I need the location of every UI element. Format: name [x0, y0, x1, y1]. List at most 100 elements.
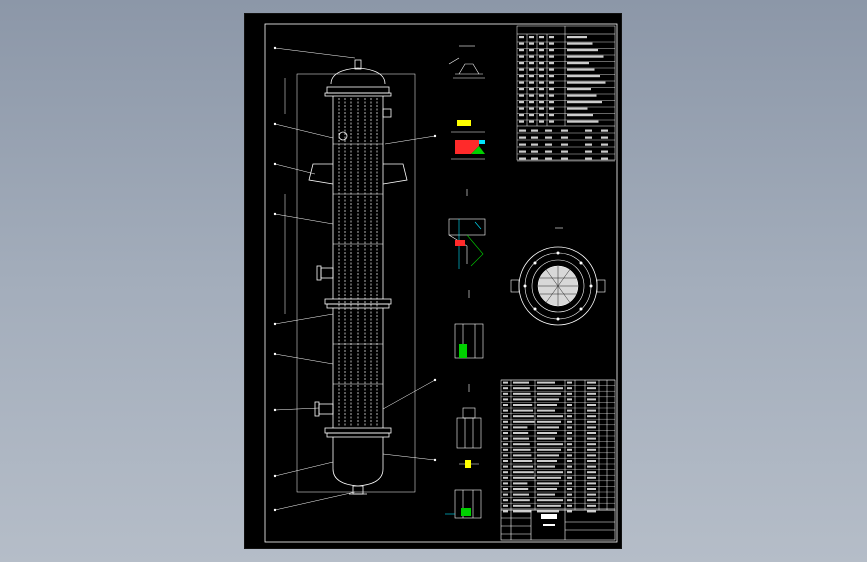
- dimension-lines: [274, 47, 436, 511]
- cell-text-mark: [567, 482, 572, 485]
- cell-text-mark: [503, 476, 508, 479]
- cell-text-mark: [545, 157, 552, 160]
- cell-text-mark: [549, 114, 554, 117]
- cell-text-mark: [561, 150, 568, 153]
- cell-text-mark: [549, 62, 554, 65]
- detail-flange-joint: [448, 189, 486, 269]
- cell-text-mark: [519, 150, 526, 153]
- bottom-head: [332, 437, 384, 487]
- cell-text-mark: [531, 157, 538, 160]
- cell-text-mark: [503, 488, 508, 490]
- cell-text-mark: [537, 415, 563, 418]
- cell-text-mark: [561, 129, 568, 132]
- cell-text-mark: [519, 94, 524, 97]
- section-view-tubesheet: [510, 227, 606, 326]
- cell-text-mark: [513, 471, 534, 474]
- cell-text-mark: [567, 49, 598, 52]
- cell-text-mark: [549, 94, 554, 97]
- cell-text-mark: [567, 476, 572, 479]
- cell-text-mark: [567, 510, 572, 513]
- cell-text-mark: [601, 143, 608, 146]
- cell-text-mark: [567, 36, 587, 39]
- cell-text-mark: [537, 460, 557, 462]
- cell-text-mark: [567, 454, 572, 457]
- cell-text-mark: [537, 476, 561, 479]
- detail-pipe-section-2: [456, 384, 482, 468]
- cell-text-mark: [529, 55, 534, 58]
- cell-text-mark: [529, 107, 534, 110]
- cell-text-mark: [513, 504, 531, 507]
- cell-text-mark: [587, 381, 596, 384]
- cell-text-mark: [519, 36, 524, 39]
- top-nozzle: [354, 59, 362, 70]
- cell-text-mark: [587, 499, 596, 502]
- cell-text-mark: [549, 107, 554, 110]
- cell-text-mark: [567, 437, 572, 440]
- side-nozzle-right: [382, 108, 392, 118]
- cell-text-mark: [503, 460, 508, 462]
- cell-text-mark: [503, 426, 508, 429]
- baffles: [333, 143, 383, 385]
- cell-text-mark: [537, 404, 557, 406]
- cell-text-mark: [567, 426, 572, 429]
- cell-text-mark: [519, 114, 524, 117]
- detail-joint-hatched: [451, 120, 485, 160]
- cell-text-mark: [545, 150, 552, 153]
- cell-text-mark: [587, 426, 596, 429]
- cell-text-mark: [537, 448, 561, 451]
- cad-drawing: [264, 23, 618, 543]
- support-lug-left: [308, 163, 334, 185]
- cell-text-mark: [503, 432, 508, 434]
- drawing-border: [264, 23, 618, 543]
- cell-text-mark: [537, 381, 555, 384]
- side-nozzle-lower: [318, 403, 334, 415]
- cell-text-mark: [561, 157, 568, 160]
- cell-text-mark: [529, 49, 534, 52]
- cell-text-mark: [529, 94, 534, 97]
- cell-text-mark: [539, 88, 544, 91]
- parts-list-rows: [501, 379, 615, 509]
- cell-text-mark: [513, 454, 532, 457]
- cell-text-mark: [519, 55, 524, 58]
- cell-text-mark: [531, 129, 538, 132]
- cell-text-mark: [513, 493, 529, 496]
- cell-text-mark: [587, 420, 596, 423]
- cell-text-mark: [601, 150, 608, 153]
- cell-text-mark: [513, 499, 530, 502]
- cell-text-mark: [567, 465, 572, 468]
- cell-text-mark: [539, 94, 544, 97]
- parts-list-table: [500, 379, 616, 511]
- cell-text-mark: [567, 415, 572, 418]
- cell-text-mark: [513, 443, 530, 446]
- cell-text-mark: [567, 398, 572, 401]
- cell-text-mark: [587, 448, 596, 451]
- cell-text-mark: [567, 101, 602, 104]
- cell-text-mark: [587, 488, 596, 490]
- cell-text-mark: [549, 88, 554, 91]
- cell-text-mark: [513, 510, 532, 513]
- cell-text-mark: [567, 409, 572, 412]
- cell-text-mark: [537, 426, 559, 429]
- cell-text-mark: [567, 392, 572, 395]
- cell-text-mark: [519, 136, 526, 139]
- cell-text-mark: [587, 392, 596, 395]
- cell-text-mark: [567, 460, 572, 462]
- cell-text-mark: [519, 157, 526, 160]
- cell-text-mark: [513, 476, 535, 479]
- cell-text-mark: [567, 114, 593, 117]
- manway: [338, 131, 348, 141]
- cell-text-mark: [539, 114, 544, 117]
- cell-text-mark: [503, 448, 508, 451]
- cell-text-mark: [567, 420, 572, 423]
- cell-text-mark: [519, 68, 524, 71]
- detail-pipe-section-1: [454, 290, 484, 359]
- cell-text-mark: [513, 488, 529, 490]
- cell-text-mark: [567, 75, 600, 78]
- drawing-sheet: [244, 13, 622, 549]
- cell-text-mark: [537, 482, 559, 485]
- cell-text-mark: [587, 404, 596, 406]
- cell-text-mark: [539, 68, 544, 71]
- cell-text-mark: [529, 42, 534, 45]
- cell-text-mark: [513, 432, 529, 434]
- cell-text-mark: [567, 432, 572, 434]
